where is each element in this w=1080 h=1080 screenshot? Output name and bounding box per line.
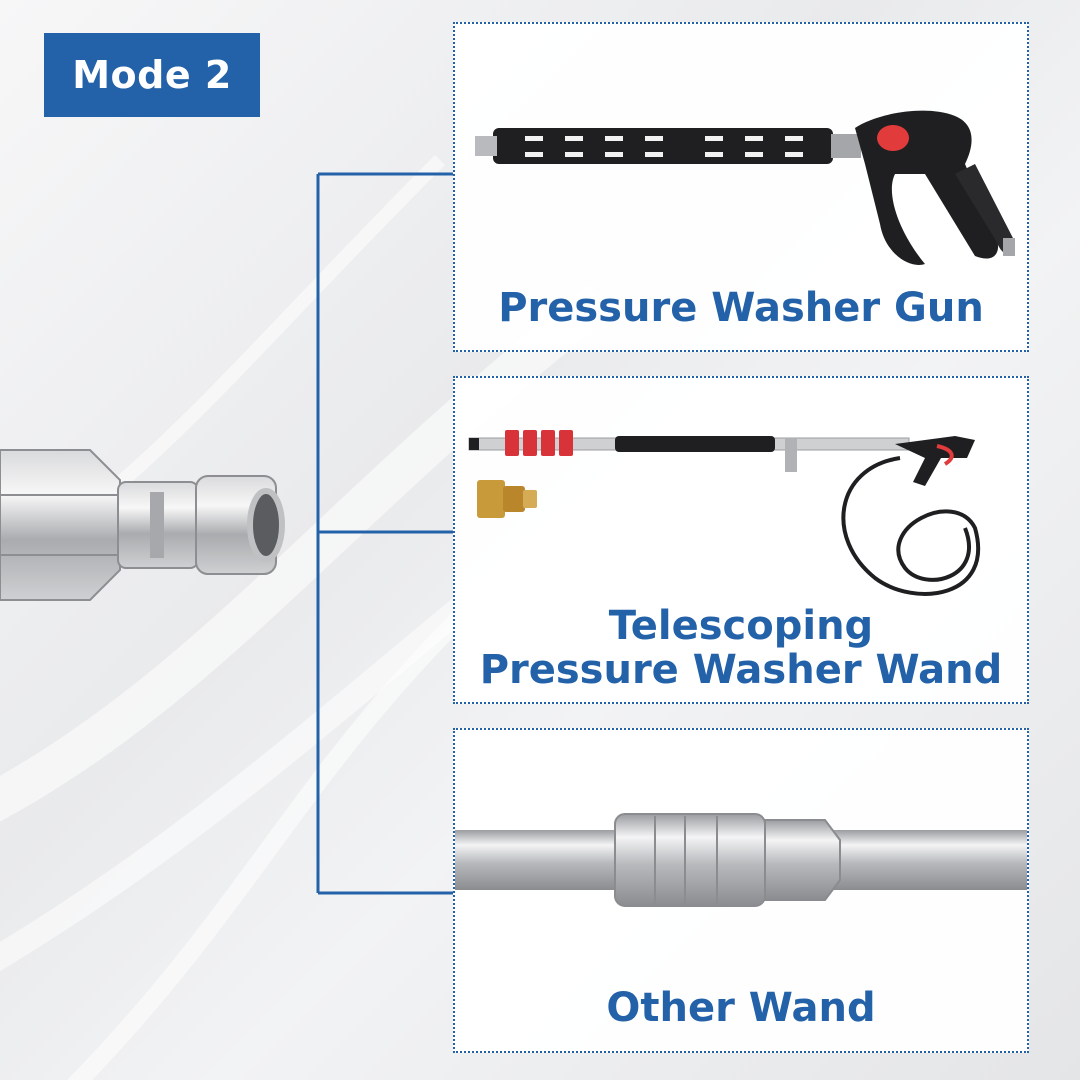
quick-connect-plug-icon xyxy=(0,449,285,601)
pressure-washer-gun-icon xyxy=(475,110,1015,265)
panel-label-telescoping-wand: Telescoping Pressure Washer Wand xyxy=(455,604,1027,692)
mode-badge: Mode 2 xyxy=(44,33,260,117)
panel-label-telescoping-line2: Pressure Washer Wand xyxy=(479,647,1003,693)
panel-other-wand: Other Wand xyxy=(453,728,1029,1053)
telescoping-wand-icon xyxy=(468,430,980,596)
panel-label-pressure-washer-gun: Pressure Washer Gun xyxy=(498,285,984,331)
panel-label-telescoping-line1: Telescoping xyxy=(608,603,874,649)
panel-pressure-washer-gun: Pressure Washer Gun xyxy=(453,22,1029,352)
mode-badge-label: Mode 2 xyxy=(72,53,232,97)
panel-label-other-wand: Other Wand xyxy=(606,985,876,1031)
stainless-wand-coupler-icon xyxy=(455,813,1027,907)
panel-telescoping-wand: Telescoping Pressure Washer Wand xyxy=(453,376,1029,704)
